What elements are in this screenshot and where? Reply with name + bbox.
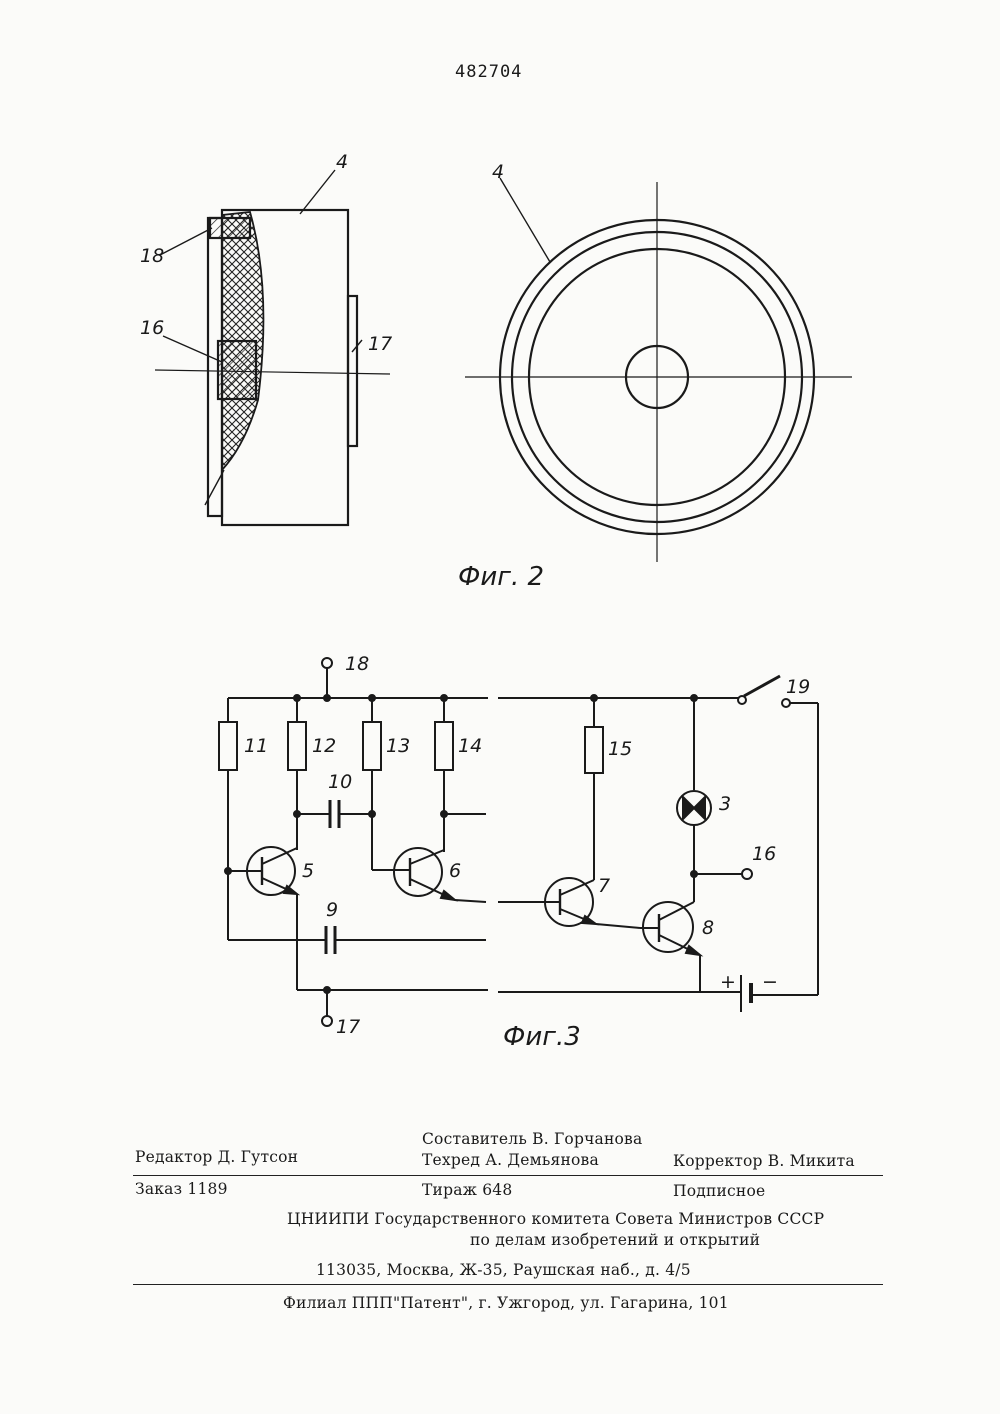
fig2-label-17: 17 [368, 333, 392, 355]
label-resistor-14: 14 [458, 735, 482, 757]
leader-18 [160, 228, 212, 255]
fig2-round-label-4: 4 [492, 161, 504, 183]
contact-18 [210, 218, 250, 238]
transistor-6 [394, 848, 442, 896]
leader-4 [300, 170, 335, 214]
fig2-label-16: 16 [140, 317, 164, 339]
resistor-14 [435, 722, 453, 770]
resistor-13 [363, 722, 381, 770]
terminal-16 [742, 869, 752, 879]
fig2-caption: Фиг. 2 [458, 562, 544, 592]
label-terminal-16: 16 [752, 843, 776, 865]
label-capacitor-9: 9 [326, 899, 338, 921]
resistor-15 [585, 727, 603, 773]
fig2-label-18: 18 [140, 245, 164, 267]
switch-19-blade [744, 676, 780, 696]
contact-16 [218, 341, 256, 399]
fig2-side-view [155, 170, 390, 525]
contact-17 [348, 296, 357, 446]
label-capacitor-10: 10 [328, 771, 352, 793]
label-transistor-5: 5 [302, 860, 314, 882]
label-resistor-12: 12 [312, 735, 336, 757]
fig3-caption: Фиг.3 [503, 1022, 581, 1052]
fig2-front-view [465, 178, 852, 562]
label-transistor-6: 6 [449, 860, 461, 882]
label-terminal-17: 17 [336, 1016, 360, 1038]
label-resistor-13: 13 [386, 735, 410, 757]
label-transistor-8: 8 [702, 917, 714, 939]
resistor-11 [219, 722, 237, 770]
label-switch-19: 19 [786, 676, 810, 698]
label-battery-plus: + [720, 971, 736, 993]
label-terminal-18: 18 [345, 653, 369, 675]
label-resistor-11: 11 [244, 735, 268, 757]
fig2-label-4: 4 [336, 151, 348, 173]
terminal-18 [322, 658, 332, 668]
center-axis-line [155, 370, 390, 374]
label-lamp-3: 3 [719, 793, 731, 815]
leader-round-4 [500, 178, 550, 262]
resistor-12 [288, 722, 306, 770]
label-transistor-7: 7 [598, 875, 610, 897]
terminal-17 [322, 1016, 332, 1026]
label-resistor-15: 15 [608, 738, 632, 760]
label-battery-minus: − [762, 971, 778, 993]
leader-16 [163, 336, 222, 362]
